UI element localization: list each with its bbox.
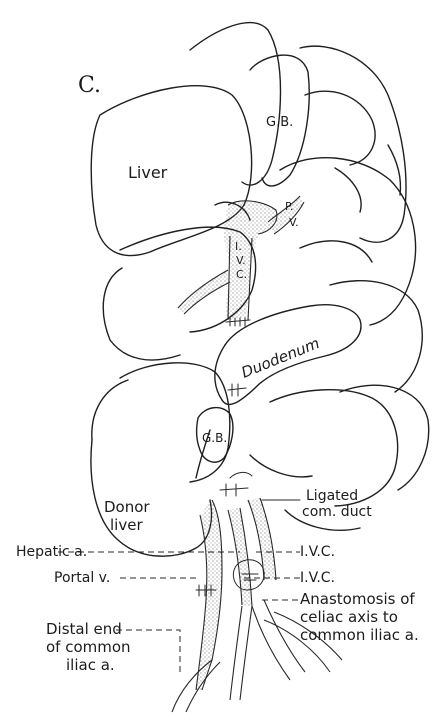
label-pv-v: V.	[289, 216, 299, 229]
panel-label: C.	[78, 73, 101, 98]
label-ligated-2: com. duct	[302, 504, 372, 520]
label-ivc-v: V.	[236, 254, 246, 267]
label-ivc-right-2: I.V.C.	[300, 570, 335, 586]
label-ligated-1: Ligated	[306, 488, 358, 504]
label-donor-liver-2: liver	[110, 516, 143, 534]
label-distal-2: of common	[46, 638, 131, 656]
label-distal-1: Distal end	[46, 620, 122, 638]
label-distal-3: iliac a.	[66, 656, 115, 674]
label-gb-top: G.B.	[266, 115, 293, 130]
label-anastomosis-1: Anastomosis of	[300, 590, 415, 608]
label-liver: Liver	[128, 163, 168, 182]
label-anastomosis-3: common iliac a.	[300, 626, 419, 644]
label-portal-v: Portal v.	[54, 570, 110, 586]
label-donor-liver-1: Donor	[104, 498, 150, 516]
label-duodenum: Duodenum	[239, 334, 322, 382]
label-ivc-right-1: I.V.C.	[300, 544, 335, 560]
label-gb-bottom: G.B.	[202, 431, 227, 445]
label-ivc-c: C.	[236, 268, 247, 281]
label-anastomosis-2: celiac axis to	[300, 608, 398, 626]
label-hepatic-a: Hepatic a.	[16, 544, 87, 560]
label-pv-p: P.	[285, 200, 293, 213]
label-ivc-i: I.	[235, 240, 242, 253]
